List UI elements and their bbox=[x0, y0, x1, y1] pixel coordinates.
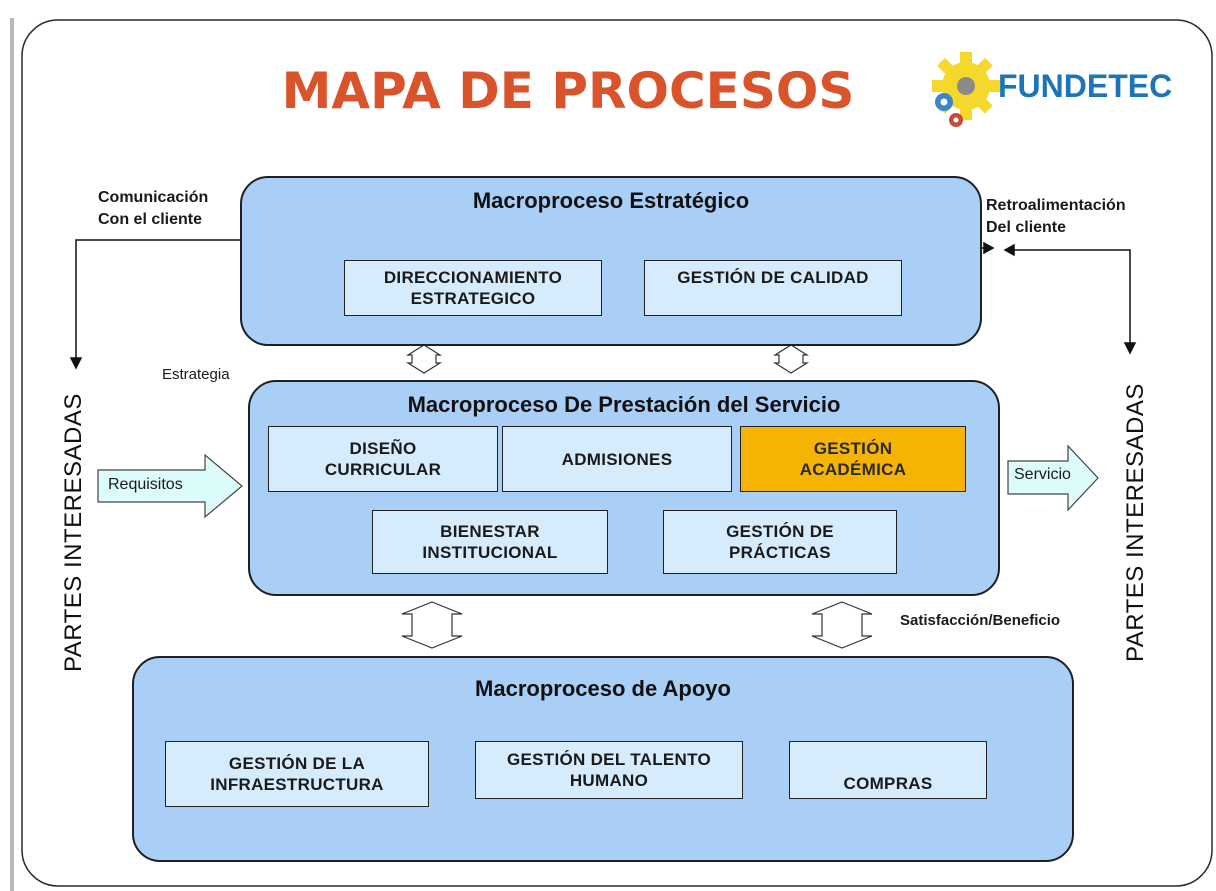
retroalimentacion-label: Retroalimentación Del cliente bbox=[986, 197, 1126, 236]
double-arrow-icon bbox=[401, 601, 463, 649]
left-side-label: PARTES INTERESADAS bbox=[60, 393, 87, 672]
box-gestion-infraestructura: GESTIÓN DE LA INFRAESTRUCTURA bbox=[165, 741, 429, 807]
page-title: MAPA DE PROCESOS bbox=[281, 62, 855, 120]
box-bienestar-institucional: BIENESTAR INSTITUCIONAL bbox=[372, 510, 608, 574]
servicio-label: Servicio bbox=[1014, 466, 1071, 483]
comunicacion-label: Comunicación Con el cliente bbox=[98, 189, 209, 228]
box-gestion-talento-humano: GESTIÓN DEL TALENTO HUMANO bbox=[475, 741, 743, 799]
box-admisiones: ADMISIONES bbox=[502, 426, 732, 492]
right-side-label: PARTES INTERESADAS bbox=[1122, 383, 1149, 662]
gears-logo-icon bbox=[932, 52, 1000, 127]
box-gestion-practicas: GESTIÓN DE PRÁCTICAS bbox=[663, 510, 897, 574]
macroproceso-estrategico-title: Macroproceso Estratégico bbox=[472, 188, 750, 213]
servicio-arrow bbox=[1007, 444, 1099, 512]
satisfaccion-label: Satisfacción/Beneficio bbox=[900, 612, 1061, 629]
box-gestion-academica: GESTIÓN ACADÉMICA bbox=[740, 426, 966, 492]
requisitos-label: Requisitos bbox=[108, 476, 183, 493]
box-compras: COMPRAS bbox=[789, 741, 987, 799]
box-diseno-curricular: DISEÑO CURRICULAR bbox=[268, 426, 498, 492]
double-arrow-icon bbox=[811, 601, 873, 649]
estrategia-label: Estrategia bbox=[162, 366, 230, 383]
double-arrow-icon bbox=[405, 344, 443, 374]
box-gestion-calidad: GESTIÓN DE CALIDAD bbox=[644, 260, 902, 316]
requisitos-arrow bbox=[97, 453, 243, 519]
box-direccionamiento-estrategico: DIRECCIONAMIENTO ESTRATEGICO bbox=[344, 260, 602, 316]
macroproceso-prestacion-title: Macroproceso De Prestación del Servicio bbox=[407, 392, 841, 417]
brand-name: FUNDETEC bbox=[998, 68, 1173, 104]
double-arrow-icon bbox=[772, 344, 810, 374]
macroproceso-apoyo-title: Macroproceso de Apoyo bbox=[475, 676, 731, 701]
